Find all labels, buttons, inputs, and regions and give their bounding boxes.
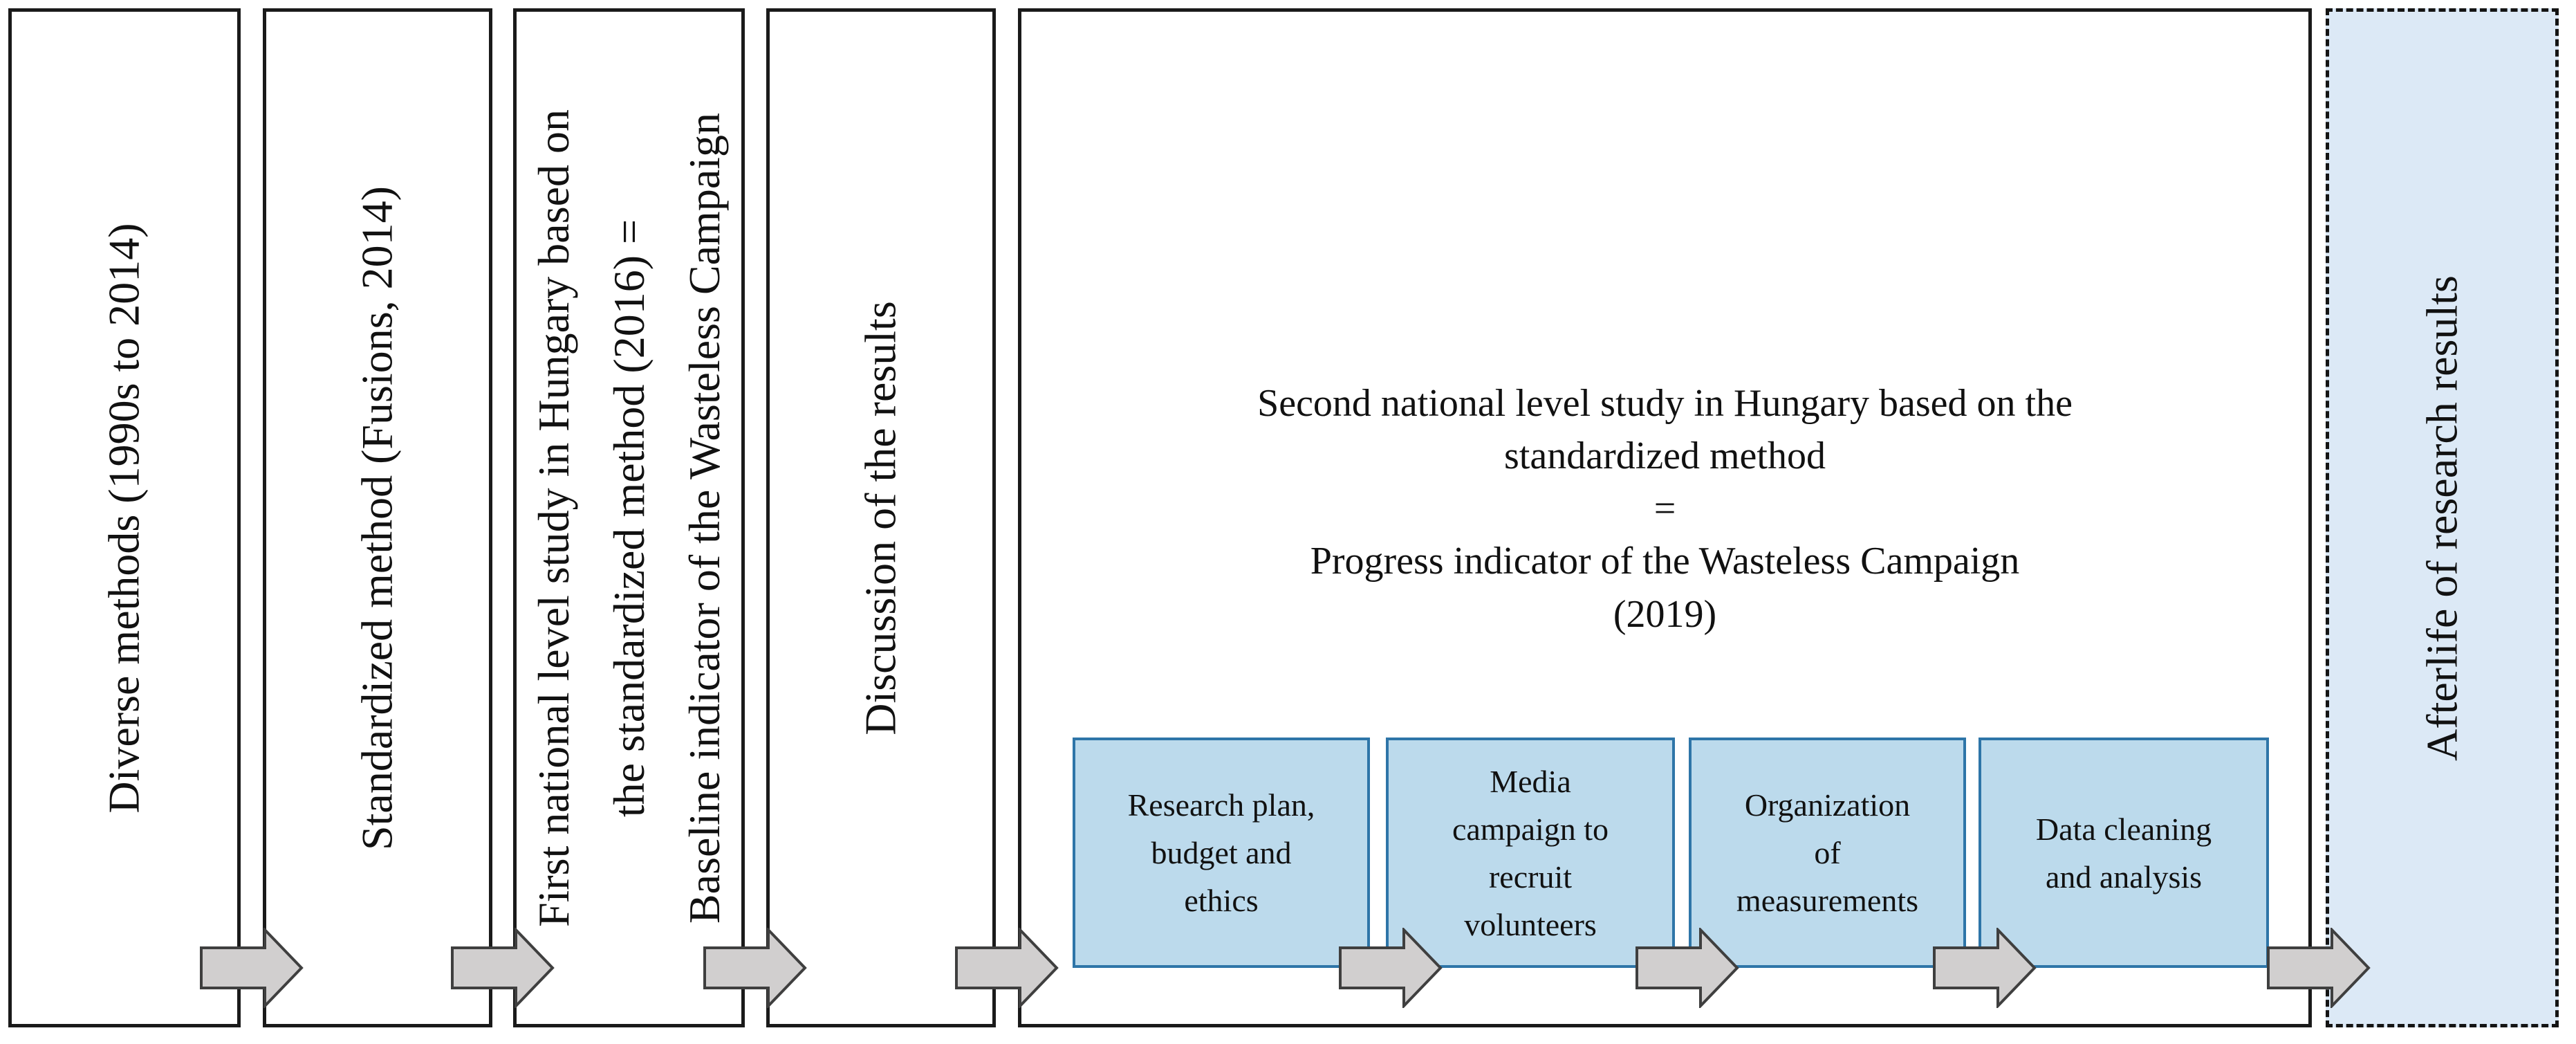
flow-arrow-icon [1636,928,1739,1008]
substep-box-organization-measurements: Organization of measurements [1689,738,1966,968]
flow-arrow-icon [1339,928,1443,1008]
substep-label-research-plan: Research plan, budget and ethics [1127,787,1315,918]
stage-box-discussion: Discussion of the results [766,8,996,1027]
stage-box-first-national-study: First national level study in Hungary ba… [513,8,745,1027]
stage-label-afterlife: Afterlife of research results [2417,275,2467,761]
substep-box-research-plan: Research plan, budget and ethics [1073,738,1370,968]
flow-arrow-icon [451,928,555,1008]
substep-box-data-cleaning: Data cleaning and analysis [1979,738,2269,968]
substep-label-organization-measurements: Organization of measurements [1736,787,1919,918]
stage-box-standardized-method: Standardized method (Fusions, 2014) [263,8,492,1027]
stage-label-second-national-study: Second national level study in Hungary b… [1257,382,2073,636]
flow-arrow-icon [955,928,1059,1008]
stage-label-diverse-methods: Diverse methods (1990s to 2014) [99,222,149,814]
substep-box-media-campaign: Media campaign to recruit volunteers [1386,738,1675,968]
stage-label-discussion: Discussion of the results [855,300,905,735]
substep-label-media-campaign: Media campaign to recruit volunteers [1452,763,1609,942]
stage-box-diverse-methods: Diverse methods (1990s to 2014) [8,8,241,1027]
flow-arrow-icon [1933,928,2037,1008]
stage-label-standardized-method: Standardized method (Fusions, 2014) [352,185,402,850]
flow-arrow-icon [703,928,807,1008]
flow-arrow-icon [2267,928,2371,1008]
stage-label-first-national-study: First national level study in Hungary ba… [528,109,728,927]
stage-box-second-national-study: Second national level study in Hungary b… [1018,8,2312,1027]
flow-arrow-icon [200,928,304,1008]
substep-label-data-cleaning: Data cleaning and analysis [2035,811,2212,895]
stage-box-afterlife: Afterlife of research results [2326,8,2559,1027]
